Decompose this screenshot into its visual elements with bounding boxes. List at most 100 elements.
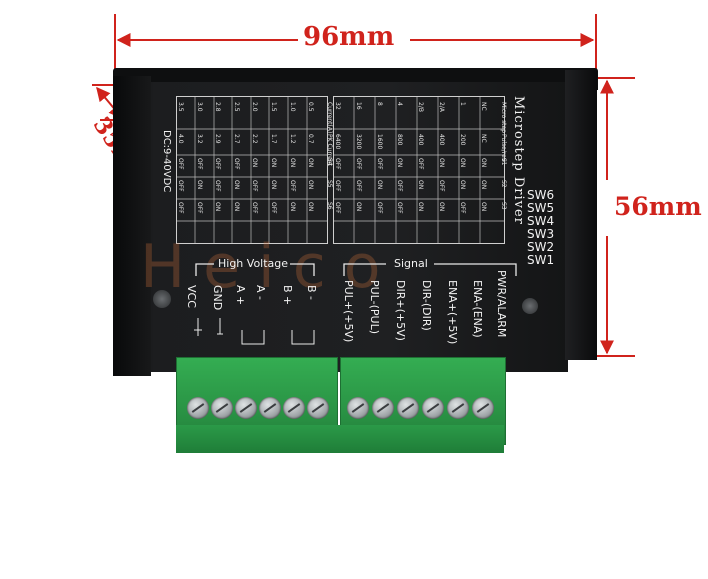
current-table-cell: ON (307, 158, 315, 168)
pin-label-b-minus: B - (305, 285, 318, 301)
pin-label-ena-plus: ENA+(+5V) (446, 280, 459, 345)
current-table-cell: S4 (325, 158, 333, 166)
microstep-table-cell: 1 (458, 102, 466, 106)
microstep-table-cell: OFF (375, 202, 383, 214)
switch-label-sw3: SW3 (527, 227, 555, 241)
current-table-cell: 3.5 (177, 102, 184, 112)
mounting-screw-right (522, 298, 538, 314)
microstep-table-cell: S1 (500, 158, 508, 166)
power-rating: DC:9-40VDC (161, 130, 172, 193)
microstep-table-cell: 200 (458, 134, 466, 146)
current-table-cell: 2.8 (214, 102, 222, 112)
pin-label-dir-minus: DIR-(DIR) (420, 280, 433, 331)
high-voltage-title: High Voltage (218, 257, 289, 270)
microstep-table-cell: OFF (354, 158, 362, 170)
status-led-label: PWR/ALARM (495, 270, 508, 338)
current-table-cell: OFF (177, 180, 184, 192)
current-table-cell: ON (232, 180, 240, 190)
microstep-table-cell: ON (438, 202, 445, 212)
microstep-table-cell: ON (458, 158, 466, 168)
current-table-cell: ON (288, 202, 296, 212)
current-table-cell: ON (288, 158, 296, 168)
current-table-cell: 3.2 (195, 134, 203, 144)
microstep-table-cell: OFF (396, 180, 404, 192)
section-brackets (195, 263, 517, 276)
current-table-cell: 3.0 (195, 102, 203, 112)
current-table (176, 96, 328, 244)
microstep-table-cell: ON (396, 158, 404, 168)
current-table-cell: OFF (251, 202, 259, 214)
terminal-screw-gnd[interactable] (211, 397, 233, 419)
microstep-table-cell: 400 (417, 134, 425, 146)
current-table-cell: 2.7 (232, 134, 240, 144)
terminal-screw-b-minus[interactable] (307, 397, 329, 419)
current-table-cell: ON (214, 202, 222, 212)
terminal-screw-dir-plus[interactable] (397, 397, 419, 419)
current-table-cell: OFF (177, 202, 184, 214)
microstep-table-cell: ON (375, 180, 383, 190)
current-table-cell: Current(A) (325, 102, 333, 134)
microstep-table-cell: 400 (438, 134, 445, 146)
microstep-table-cell: OFF (438, 180, 445, 192)
microstep-table-cell: OFF (417, 158, 425, 170)
current-table-cell: OFF (288, 180, 296, 192)
terminal-screw-vcc[interactable] (187, 397, 209, 419)
terminal-screw-dir-minus[interactable] (422, 397, 444, 419)
microstep-table-cell: OFF (396, 202, 404, 214)
product-title: Microstep Driver (511, 96, 526, 225)
watermark-text: Heico (140, 232, 399, 302)
signal-title: Signal (394, 257, 428, 270)
switch-label-sw1: SW1 (527, 253, 555, 267)
microstep-table (333, 96, 505, 244)
microstep-table-cell: OFF (334, 180, 341, 192)
terminal-screw-pul-minus[interactable] (372, 397, 394, 419)
switch-label-sw4: SW4 (527, 214, 555, 228)
microstep-table-cell: OFF (458, 202, 466, 214)
current-table-cell: OFF (214, 180, 222, 192)
terminal-screw-a-plus[interactable] (235, 397, 257, 419)
terminal-screw-ena-minus[interactable] (472, 397, 494, 419)
microstep-table-cell: 2/A (438, 102, 445, 112)
microstep-table-cell: 1600 (375, 134, 383, 150)
current-table-cell: 2.0 (251, 102, 259, 112)
switch-label-sw6: SW6 (527, 188, 555, 202)
current-table-cell: 4.0 (177, 134, 184, 144)
terminal-screw-ena-plus[interactable] (447, 397, 469, 419)
microstep-table-cell: Micro step (500, 102, 508, 134)
current-table-cell: OFF (195, 158, 203, 170)
current-table-cell: ON (307, 180, 315, 190)
terminal-screw-a-minus[interactable] (259, 397, 281, 419)
current-table-cell: OFF (270, 202, 277, 214)
terminal-block-base (176, 425, 504, 453)
microstep-table-cell: ON (417, 180, 425, 190)
current-table-cell: ON (270, 158, 277, 168)
microstep-table-cell: OFF (334, 202, 341, 214)
microstep-table-cell: ON (479, 158, 487, 168)
current-table-cell: 1.0 (288, 102, 296, 112)
pin-label-a-minus: A - (254, 285, 267, 300)
current-table-cell: OFF (232, 158, 240, 170)
microstep-table-cell: 800 (396, 134, 404, 146)
microstep-table-cell: S2 (500, 180, 508, 188)
microstep-table-cell: 4 (396, 102, 404, 106)
terminal-screw-pul-plus[interactable] (347, 397, 369, 419)
current-table-cell: 2.9 (214, 134, 222, 144)
mounting-screw-left (153, 290, 171, 308)
current-table-cell: 0.5 (307, 102, 315, 112)
current-table-cell: ON (195, 180, 203, 190)
terminal-screw-b-plus[interactable] (283, 397, 305, 419)
current-table-cell: 0.7 (307, 134, 315, 144)
current-table-cell: OFF (177, 158, 184, 170)
pin-label-pul-plus: PUL+(+5V) (342, 280, 355, 343)
microstep-table-cell: S3 (500, 202, 508, 210)
current-table-cell: S6 (325, 202, 333, 210)
microstep-table-cell: ON (458, 180, 466, 190)
current-table-cell: ON (270, 180, 277, 190)
driver-body (118, 82, 568, 372)
pin-label-pul-minus: PUL-(PUL) (368, 280, 381, 334)
microstep-table-cell: ON (354, 202, 362, 212)
driver-side-flange (565, 70, 597, 360)
current-table-cell: OFF (214, 158, 222, 170)
current-table-cell: ON (307, 202, 315, 212)
